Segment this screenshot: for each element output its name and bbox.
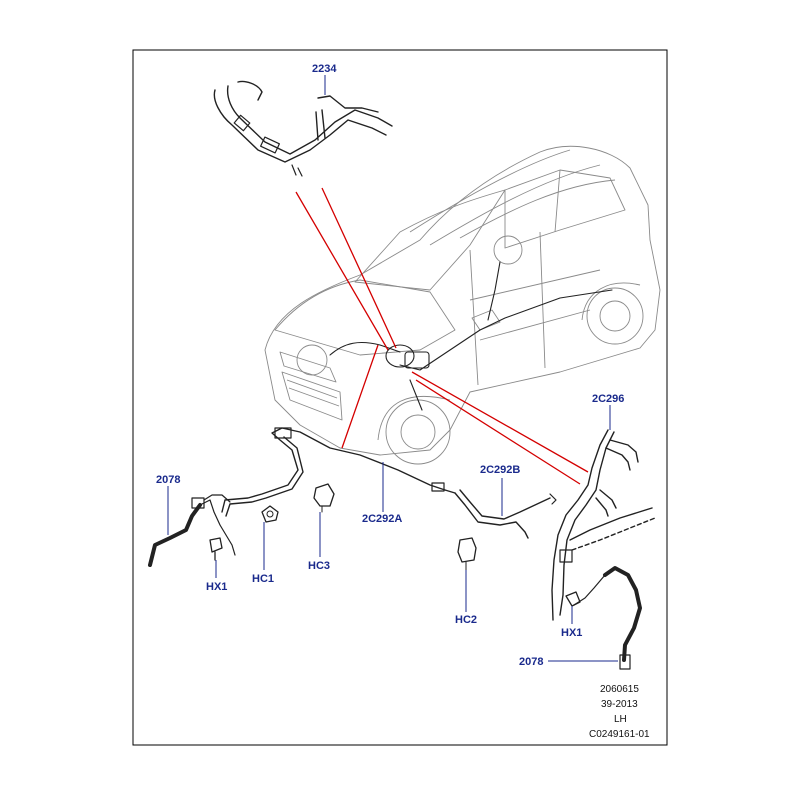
vehicle-roof xyxy=(409,149,616,246)
clip-hx1-left-shape xyxy=(209,537,223,561)
clip-hc1-shape xyxy=(261,505,279,523)
vehicle-side-window xyxy=(504,169,626,249)
vehicle-headlight xyxy=(279,351,337,383)
front-wheel-arch xyxy=(377,396,451,441)
pipe-assembly-2234 xyxy=(213,80,393,177)
rear-left-disc xyxy=(493,235,523,265)
vehicle-windscreen xyxy=(354,189,506,291)
callout-hx1-right: HX1 xyxy=(561,627,582,639)
front-wheel-hub xyxy=(400,414,436,450)
callout-2234: 2234 xyxy=(312,63,337,75)
callout-2c292b: 2C292B xyxy=(480,464,520,476)
vehicle-mirror xyxy=(471,309,501,331)
footer-code: 2060615 xyxy=(600,684,639,695)
pipe-2c292a xyxy=(221,427,456,517)
callout-2078-right: 2078 xyxy=(519,656,543,668)
footer-date: 39-2013 xyxy=(601,699,638,710)
front-left-disc xyxy=(296,344,328,376)
vehicle-body-line xyxy=(264,146,661,456)
clip-hc3-shape xyxy=(313,483,335,513)
callout-hc2: HC2 xyxy=(455,614,477,626)
callout-hx1-left: HX1 xyxy=(206,581,227,593)
vehicle-outline xyxy=(264,146,661,465)
reference-lines xyxy=(295,187,589,485)
rear-wheel xyxy=(586,287,644,345)
hose-2078-left xyxy=(148,494,236,567)
footer-ref: C0249161-01 xyxy=(589,729,650,740)
rear-wheel-arch xyxy=(581,282,641,321)
vehicle-bonnet xyxy=(274,279,456,356)
callout-hc3: HC3 xyxy=(308,560,330,572)
clip-hx1-right-shape xyxy=(565,591,581,607)
pipe-2c292b xyxy=(454,489,557,539)
callout-hc1: HC1 xyxy=(252,573,274,585)
footer-side: LH xyxy=(614,714,627,725)
diagram-frame xyxy=(132,49,668,746)
vehicle-grille xyxy=(281,371,343,421)
callout-2c296: 2C296 xyxy=(592,393,624,405)
rear-wheel-hub xyxy=(599,300,631,332)
callout-2c292a: 2C292A xyxy=(362,513,402,525)
callout-2078-left: 2078 xyxy=(156,474,180,486)
vehicle-brake-lines xyxy=(329,261,613,411)
clip-hc2-shape xyxy=(457,537,477,571)
pipe-bundle-2c296 xyxy=(551,429,656,621)
